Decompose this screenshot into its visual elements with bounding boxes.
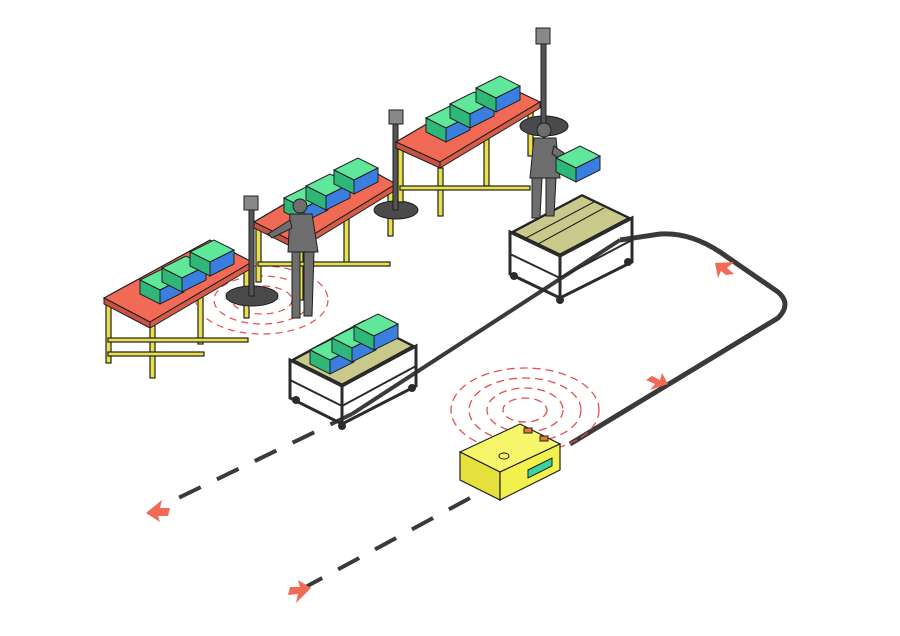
arrow-icon bbox=[288, 580, 311, 603]
parts-box bbox=[188, 239, 236, 277]
scanner-terminal-icon bbox=[519, 27, 569, 137]
scanner-terminal-icon bbox=[225, 195, 279, 307]
parts-box bbox=[332, 157, 380, 195]
parts-box bbox=[474, 75, 522, 113]
transport-cart-empty bbox=[508, 194, 634, 304]
scanner-terminal-icon bbox=[373, 109, 419, 220]
arrow-icon bbox=[715, 262, 734, 278]
parts-box bbox=[554, 145, 602, 183]
transport-cart-loaded bbox=[288, 313, 418, 430]
track-loop-line bbox=[299, 231, 788, 592]
parts-box bbox=[352, 313, 400, 351]
worker-figure bbox=[267, 198, 319, 319]
arrow-icon bbox=[646, 373, 668, 390]
agv-vehicle bbox=[458, 423, 562, 501]
arrow-icon bbox=[146, 500, 170, 522]
workbench-1 bbox=[102, 239, 254, 379]
workbench-3 bbox=[394, 75, 542, 217]
